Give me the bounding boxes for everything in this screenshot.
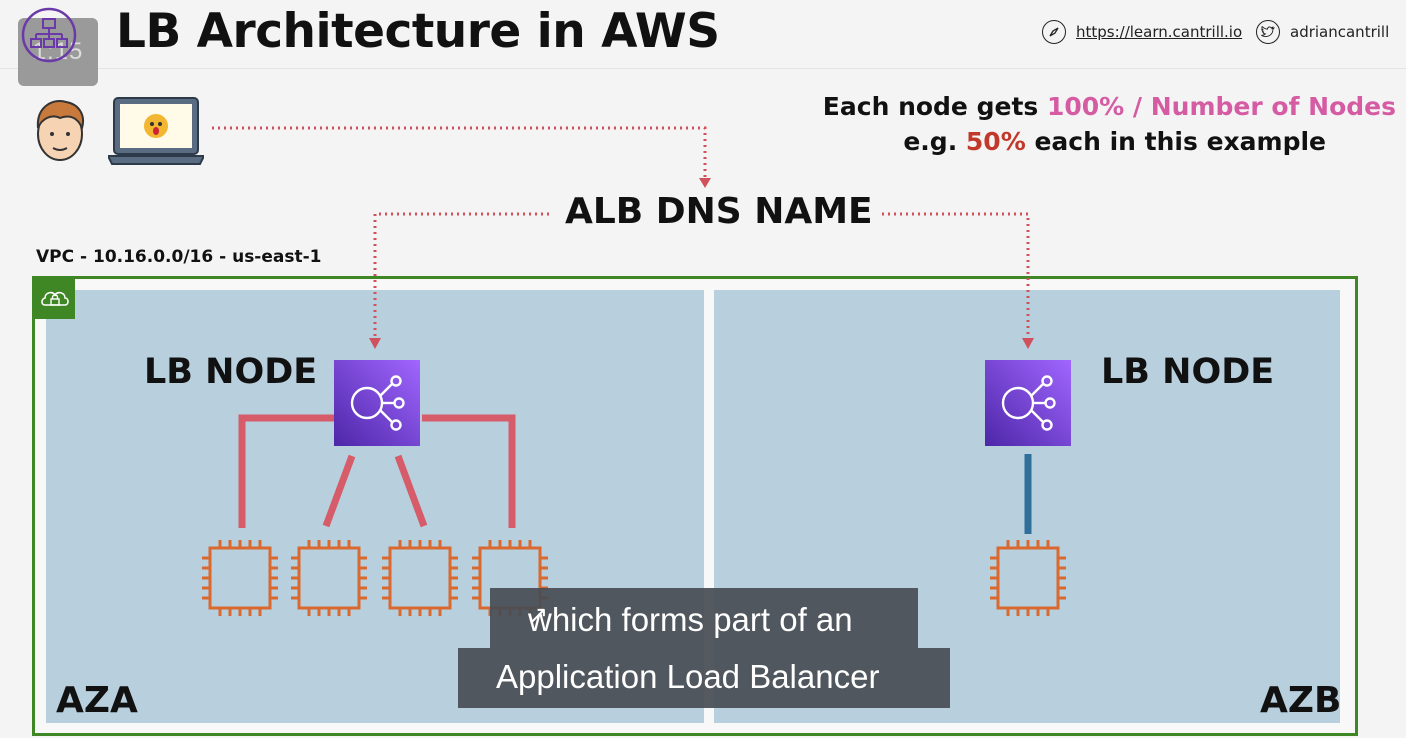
lb-node-b-icon [985,360,1071,446]
note-line2-suffix: each in this example [1025,127,1326,156]
expand-arrow-icon: ↗ [528,602,549,629]
subtitle-line-1: which forms part of an ↗ [490,588,918,648]
link-node-a-instance-3 [394,454,428,528]
note-line1-highlight: 100% / Number of Nodes [1046,92,1396,121]
lesson-badge: 1:15 [18,7,98,86]
note-line-1: Each node gets 100% / Number of Nodes [823,92,1396,121]
architecture-icon [21,7,77,63]
ec2-instance-icon [291,540,367,616]
dotted-path-dns-to-node-b [852,212,1030,340]
az-b-label: AZB [1260,680,1342,721]
page-title: LB Architecture in AWS [116,4,720,59]
ec2-instance-icon [382,540,458,616]
note-line2-highlight: 50% [965,127,1026,156]
laptop-icon [108,97,204,165]
ec2-instance-icon [990,540,1066,616]
vpc-label: VPC - 10.16.0.0/16 - us-east-1 [36,247,322,267]
user-avatar-icon [36,100,84,161]
compass-icon [1042,20,1066,44]
dotted-path-user-to-dns [212,126,707,180]
dotted-arrowhead-node-a [369,338,381,349]
link-node-a-instance-2 [322,454,356,528]
ec2-instance-icon [202,540,278,616]
website-url[interactable]: https://learn.cantrill.io [1076,23,1243,41]
note-line-2: e.g. 50% each in this example [903,127,1326,156]
lb-node-a-icon [334,360,420,446]
note-line1-prefix: Each node gets [822,92,1047,121]
lb-node-a-label: LB NODE [144,352,318,392]
header-bar [0,0,1406,69]
az-a-label: AZA [56,680,138,721]
compass-needle-icon [1049,27,1059,37]
subtitle-line-2-text: Application Load Balancer [496,658,880,695]
dotted-arrowhead-dns [699,178,711,188]
link-node-a-instance-1 [238,414,334,528]
subtitle-line-1-text: which forms part of an [528,601,853,638]
note-line2-prefix: e.g. [903,127,966,156]
subtitle-line-2: Application Load Balancer [458,648,950,708]
link-node-a-instance-4 [422,414,516,528]
lb-node-b-label: LB NODE [1101,352,1275,392]
twitter-bird-icon [1261,26,1275,37]
vpc-cloud-lock-icon [35,279,75,319]
twitter-username: adriancantrill [1290,23,1390,41]
dotted-path-dns-to-node-a [373,212,549,340]
dotted-arrowhead-node-b [1022,338,1034,349]
twitter-icon [1256,20,1280,44]
alb-dns-name: ALB DNS NAME [557,191,881,232]
